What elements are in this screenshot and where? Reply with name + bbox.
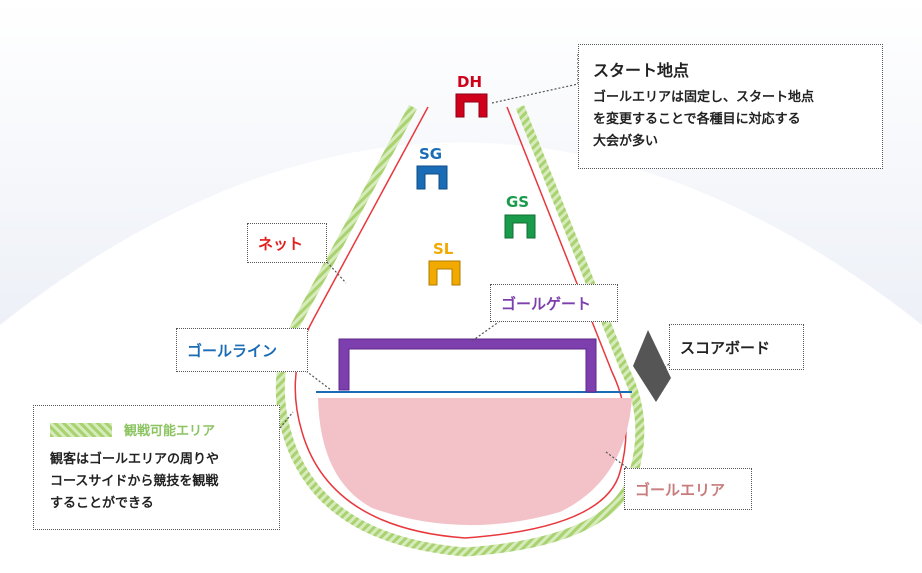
goal-gate (338, 338, 597, 393)
net-leader (326, 261, 347, 284)
gate-sl-icon (428, 260, 461, 286)
goal-line-callout: ゴールライン (176, 328, 308, 372)
start-point-callout: スタート地点 ゴールエリアは固定し、スタート地点 を変更することで各種目に対応す… (578, 44, 883, 169)
goal-area-callout: ゴールエリア (624, 468, 752, 510)
gate-sg-label: SG (419, 145, 443, 163)
goal-line-label: ゴールライン (187, 341, 278, 360)
spectator-legend-label: 観戦可能エリア (124, 424, 216, 439)
goal-area-label: ゴールエリア (635, 480, 726, 499)
scoreboard-callout: スコアボード (669, 324, 804, 370)
goal-gate-callout: ゴールゲート (490, 284, 618, 322)
goal-line-leader (305, 370, 332, 391)
spectator-legend: 観戦可能エリア (50, 420, 263, 439)
scoreboard-label: スコアボード (680, 338, 771, 357)
gate-dh-label: DH (457, 73, 483, 91)
gate-dh-icon (455, 93, 488, 118)
net-label: ネット (258, 234, 304, 253)
net-callout: ネット (247, 223, 327, 263)
spectator-area-band (275, 104, 645, 557)
gate-gs-icon (504, 214, 536, 239)
goal-area (318, 398, 632, 526)
start-point-description: ゴールエリアは固定し、スタート地点 を変更することで各種目に対応する 大会が多い (593, 90, 815, 149)
spectator-area-description: 観客はゴールエリアの周りや コースサイドから競技を観戦 することができる (50, 452, 220, 511)
goal-area-leader (605, 451, 631, 471)
gate-leader (471, 320, 501, 342)
gate-gs-label: GS (506, 193, 530, 211)
net-line (294, 106, 627, 539)
spectator-leader (279, 411, 294, 429)
scoreboard-panel (633, 330, 671, 402)
spectator-area-callout: 観戦可能エリア 観客はゴールエリアの周りや コースサイドから競技を観戦 すること… (33, 405, 280, 530)
gate-sl-label: SL (433, 240, 454, 258)
spectator-legend-swatch (50, 422, 112, 437)
scoreboard-leader (654, 363, 670, 377)
start-point-title: スタート地点 (593, 61, 690, 80)
goal-gate-label: ゴールゲート (501, 294, 592, 313)
gate-sg-icon (416, 165, 448, 190)
